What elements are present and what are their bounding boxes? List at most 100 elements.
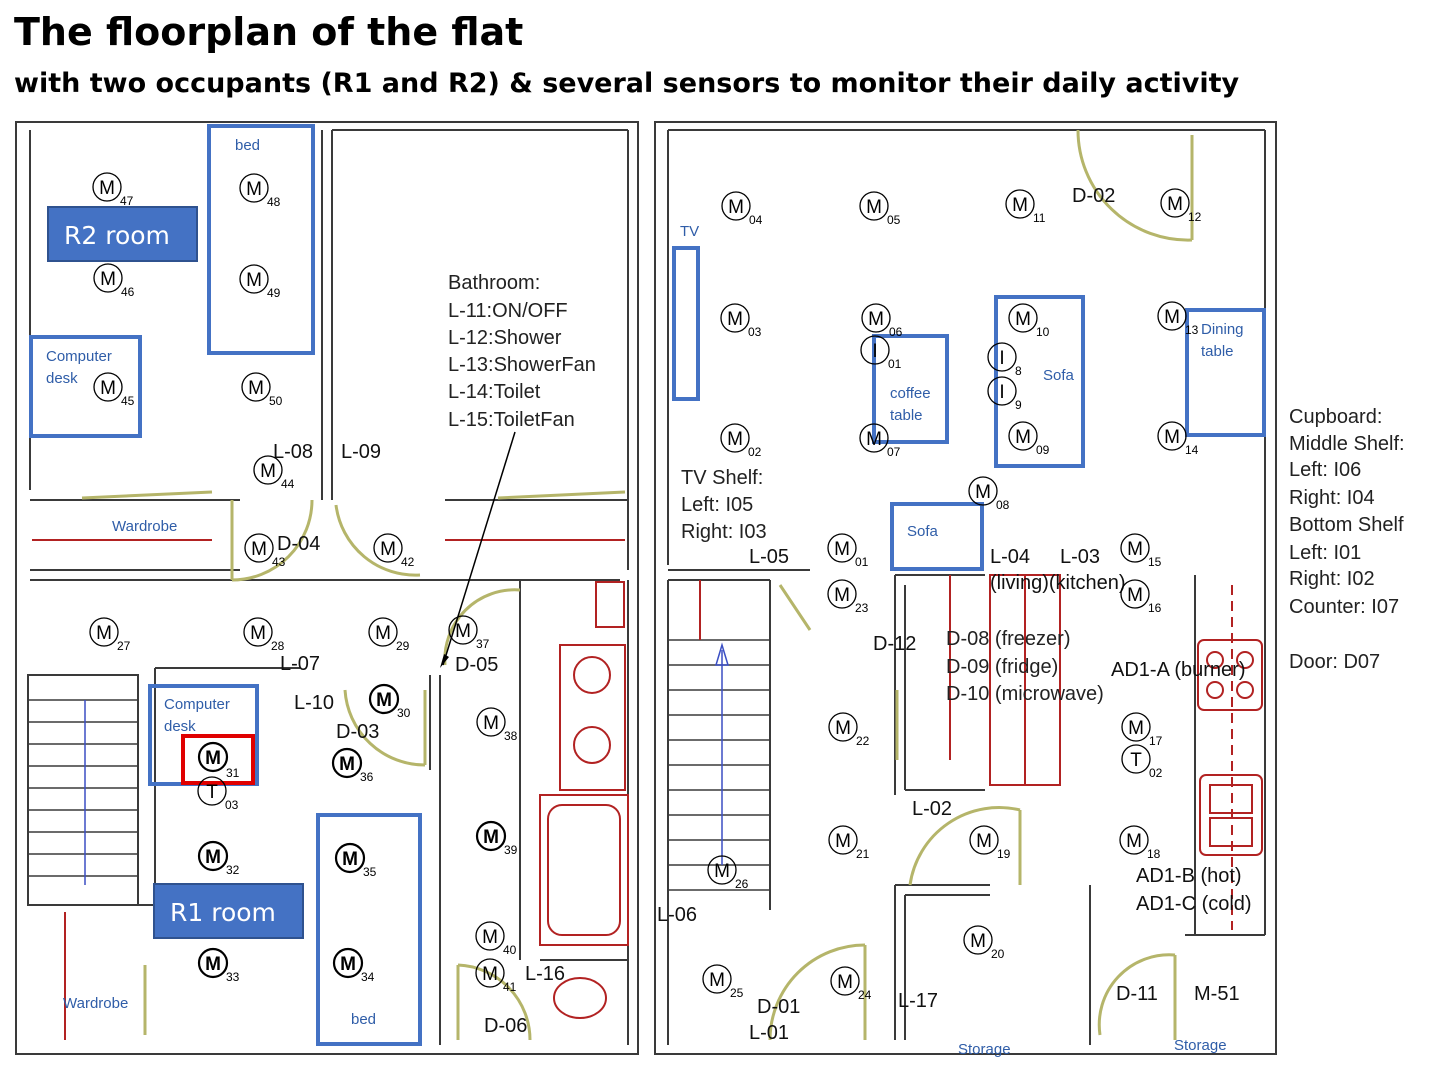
right-doors [768,129,1194,1041]
svg-text:31: 31 [226,766,240,780]
r2-room-badge [47,206,198,262]
cupboard-line: Left: I01 [1289,542,1361,564]
svg-text:47: 47 [120,194,134,208]
sensor-marker: M48 [239,173,281,209]
sensor-marker: M22 [828,712,870,748]
svg-text:M: M [482,927,498,948]
svg-text:M: M [246,179,262,200]
storage-2-label: Storage [1174,1037,1227,1054]
svg-text:M: M [866,197,882,218]
sensor-marker: M37 [448,615,490,651]
wardrobe-r2-label: Wardrobe [112,518,177,535]
storage-1-label: Storage [958,1041,1011,1058]
desk-r2-label-1: Computer [46,348,112,365]
svg-text:9: 9 [1015,398,1022,412]
sensor-marker: M18 [1119,825,1161,861]
left-interior-walls [29,129,629,1045]
sensor-marker: M23 [827,579,869,615]
sensor-marker: M35 [334,842,377,879]
left-fixtures [27,539,629,1040]
sensor-marker: M31 [197,741,240,780]
device-label: D-05 [455,654,498,676]
svg-text:M: M [339,754,355,775]
svg-text:41: 41 [503,980,517,994]
svg-text:17: 17 [1149,734,1163,748]
svg-text:43: 43 [272,555,286,569]
svg-text:01: 01 [888,357,902,371]
sensor-marker: M16 [1120,579,1162,615]
dining-table-box [1185,308,1266,437]
svg-text:23: 23 [855,601,869,615]
sensor-marker: M 09 [1008,421,1050,457]
device-label: AD1-C (cold) [1136,893,1252,915]
svg-text:M: M [99,178,115,199]
cupboard-line: Door: D07 [1289,651,1380,673]
bed-r1-box [316,813,422,1046]
left-floor-outline [15,121,639,1055]
device-label: L-07 [280,653,320,675]
coffee-table-box [872,334,949,444]
svg-text:M: M [1012,195,1028,216]
bathroom-line: L-12:Shower [448,327,562,349]
svg-text:M: M [483,713,499,734]
sensor-marker: M38 [476,707,518,743]
sensor-marker: M01 [827,533,869,569]
svg-text:26: 26 [735,877,749,891]
right-interior-walls [667,129,1266,1045]
svg-text:49: 49 [267,286,281,300]
svg-text:I: I [872,341,877,362]
sensor-marker: M 49 [239,264,281,300]
bed-r2-label: bed [235,137,260,154]
sensor-marker: M34 [332,947,375,984]
svg-text:M: M [100,269,116,290]
svg-text:16: 16 [1148,601,1162,615]
svg-text:50: 50 [269,394,283,408]
device-label: D-03 [336,721,379,743]
sensor-marker: M41 [475,958,517,994]
device-label: M-51 [1194,983,1240,1005]
svg-text:M: M [1015,427,1031,448]
device-label: L-16 [525,963,565,985]
coffee-label-2: table [890,407,923,424]
tv-label: TV [680,223,699,240]
device-label: L-02 [912,798,952,820]
kitchen-line: D-09 (fridge) [946,656,1058,678]
svg-text:11: 11 [1033,211,1046,225]
cupboard-legend: Cupboard: Middle Shelf: Left: I06 Right:… [1289,406,1405,673]
svg-text:M: M [246,270,262,291]
svg-text:M: M [96,623,112,644]
svg-text:10: 10 [1036,325,1050,339]
svg-text:08: 08 [996,498,1010,512]
sensor-marker: M05 [859,191,901,227]
dining-label-2: table [1201,343,1234,360]
bed-r1-label: bed [351,1011,376,1028]
bathroom-legend: Bathroom: L-11:ON/OFF L-12:Shower L-13:S… [440,272,596,668]
device-label: D-06 [484,1015,527,1037]
sofa-right-box [994,295,1085,468]
device-label: D-04 [277,533,320,555]
bathroom-line: L-15:ToiletFan [448,409,575,431]
svg-text:M: M [835,831,851,852]
device-label: L-05 [749,546,789,568]
kitchen-legend: D-08 (freezer) D-09 (fridge) D-10 (micro… [946,628,1104,705]
svg-text:25: 25 [730,986,744,1000]
svg-text:M: M [976,831,992,852]
svg-text:03: 03 [748,325,762,339]
svg-text:12: 12 [1188,210,1202,224]
svg-text:46: 46 [121,285,135,299]
svg-text:T: T [1130,750,1142,771]
device-label: L-09 [341,441,381,463]
sensor-marker: M03 [720,303,762,339]
tv-shelf-line: Left: I05 [681,494,753,516]
tv-shelf-line: Right: I03 [681,521,767,543]
sensor-marker: M07 [859,423,901,459]
cupboard-line: Middle Shelf: [1289,433,1405,455]
device-label: L-03 [1060,546,1100,568]
coffee-label-1: coffee [890,385,931,402]
svg-text:33: 33 [226,970,240,984]
svg-text:M: M [1164,307,1180,328]
svg-text:36: 36 [360,770,374,784]
svg-text:09: 09 [1036,443,1050,457]
svg-text:24: 24 [858,988,872,1002]
cupboard-line: Right: I04 [1289,487,1375,509]
